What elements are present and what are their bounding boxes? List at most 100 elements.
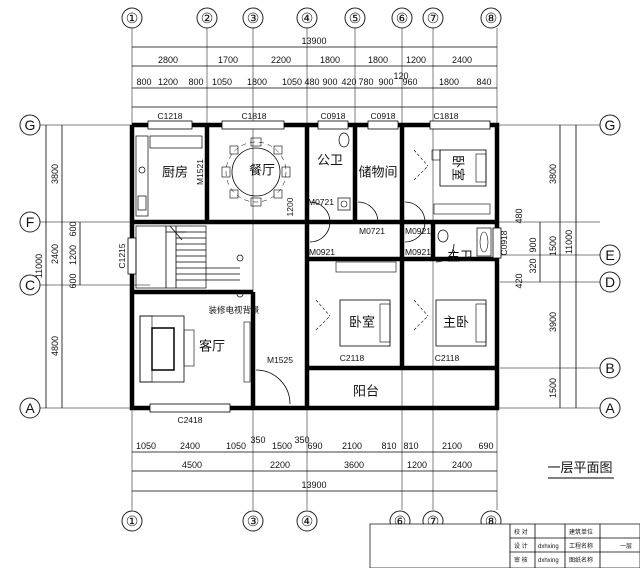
dim-bottom-r1: 810	[403, 441, 418, 451]
dim-top-r2: 1200	[158, 77, 178, 87]
dim-right-sub: 480	[514, 208, 524, 223]
dim-left-sub: 600	[68, 273, 78, 288]
wc-public-fixtures	[337, 132, 351, 211]
dim-left-main: 4800	[50, 336, 60, 356]
tag-c2418: C2418	[177, 415, 202, 425]
tag-c0918: C0918	[320, 111, 345, 121]
axis-bubble-top-3: ③	[242, 7, 264, 29]
tb-row2-value: dxhxing	[538, 544, 559, 550]
svg-text:B: B	[605, 360, 614, 376]
dim-top-120: 120	[393, 71, 408, 81]
tv-wall-label: 装修电视背景	[208, 305, 259, 315]
staircase	[135, 225, 244, 298]
tb-row3-label: 审 核	[514, 556, 528, 564]
axis-bubble-top-7: ⑦	[422, 7, 444, 29]
opening-tags: C1218 C1818 C0918 C0918 C1818 M1521 M072…	[117, 111, 509, 425]
dim-bottom-r1: 690	[307, 441, 322, 451]
tag-m0921: M0921	[405, 226, 431, 236]
svg-text:①: ①	[126, 513, 139, 529]
dim-top-r2: 840	[476, 77, 491, 87]
tag-c1215: C1215	[117, 243, 127, 268]
dim-top-r1: 2400	[452, 55, 472, 65]
svg-text:⑤: ⑤	[349, 10, 362, 26]
dim-top-r2: 900	[378, 77, 393, 87]
tag-height-1200: 1200	[285, 197, 295, 216]
windows	[127, 120, 502, 413]
axis-bubble-bottom-3: ③	[242, 510, 264, 532]
room-kitchen: 厨房	[162, 165, 188, 180]
tag-m0921: M0921	[309, 247, 335, 257]
axis-bubble-top-4: ④	[296, 7, 318, 29]
dimensions-right: 3800 3900 1500 480 900 320 1500 420 1100…	[514, 125, 577, 408]
dim-bottom-r1: 810	[381, 441, 396, 451]
dim-right-total: 11000	[564, 230, 574, 254]
dim-top-total: 13900	[301, 36, 326, 46]
tb-row1-label: 校 对	[514, 528, 528, 536]
tag-c2118: C2118	[435, 353, 460, 363]
dim-top-r2: 420	[341, 77, 356, 87]
dim-top-r2: 900	[322, 77, 337, 87]
svg-text:⑧: ⑧	[485, 10, 498, 26]
room-bedroom-master: 主卧	[443, 315, 469, 330]
axis-bubbles-right: G E D B A	[599, 114, 621, 419]
dim-top-r1: 1200	[406, 55, 426, 65]
svg-text:E: E	[605, 247, 614, 263]
living-sofa-set	[139, 315, 251, 383]
tag-m0921: M0921	[405, 247, 431, 257]
axis-bubble-bottom-4: ④	[296, 510, 318, 532]
tag-c2118: C2118	[340, 353, 365, 363]
tb-row2-label: 设 计	[514, 542, 528, 550]
wardrobes	[335, 203, 491, 273]
title-block-table: 校 对 设 计 dxhxing 审 核 dxhxing 建筑单位 工程名称 图纸…	[369, 523, 640, 568]
kitchen-fixtures	[135, 135, 203, 217]
dim-top-r2: 1800	[439, 77, 459, 87]
tb-row3-value: dxhxing	[538, 558, 559, 564]
tag-c0918-vertical: C0918	[499, 230, 509, 255]
dim-left-sub: 600	[68, 221, 78, 236]
dim-bottom-r2: 4500	[182, 460, 202, 470]
dimensions-top: 13900 2800 1700 2200 1800 1800 1200 2400…	[132, 36, 497, 108]
dim-right-sub: 320	[528, 258, 538, 273]
svg-text:G: G	[605, 117, 616, 133]
dim-bottom-total: 13900	[301, 480, 326, 490]
drawing-title-block: 一层平面图	[547, 460, 614, 479]
axis-bubble-right-d: D	[599, 271, 621, 293]
room-bedroom-northeast: 卧室	[451, 155, 466, 181]
axis-bubble-left-a: A	[19, 397, 41, 419]
tb-col-label: 工程名称	[569, 542, 593, 550]
wc-master-fixtures	[437, 227, 492, 257]
tag-c1818: C1818	[433, 111, 458, 121]
axis-bubble-top-6: ⑥	[391, 7, 413, 29]
svg-text:D: D	[605, 274, 615, 290]
dim-top-r2: 1800	[247, 77, 267, 87]
tag-c0918: C0918	[370, 111, 395, 121]
dim-top-r1: 2800	[158, 55, 178, 65]
dim-bottom-r1: 690	[478, 441, 493, 451]
dim-top-r1: 1800	[368, 55, 388, 65]
bed-middle	[339, 299, 391, 347]
dim-right-sub: 1500	[548, 236, 558, 256]
dim-bottom-r2: 3600	[344, 460, 364, 470]
dim-right-sub: 900	[528, 237, 538, 252]
tb-col-label: 图纸名称	[569, 556, 593, 564]
dim-right-sub: 420	[514, 273, 524, 288]
dim-top-r2: 780	[358, 77, 373, 87]
dim-bottom-r1: 2400	[180, 441, 200, 451]
axis-bubble-left-f: F	[19, 211, 41, 233]
dim-right-main: 3900	[548, 312, 558, 332]
svg-text:④: ④	[301, 10, 314, 26]
tag-m1525: M1525	[267, 355, 293, 365]
room-dining: 餐厅	[249, 163, 275, 178]
svg-text:A: A	[605, 400, 615, 416]
dim-top-r1: 1700	[218, 55, 238, 65]
bed-master	[435, 299, 487, 347]
dim-top-r2: 480	[304, 77, 319, 87]
axis-bubbles-left: G F C A	[19, 114, 41, 419]
dim-right-main: 3800	[548, 164, 558, 184]
dim-bottom-350: 350	[294, 435, 309, 445]
tb-col-value: 一层	[620, 543, 632, 550]
dim-top-r2: 960	[402, 77, 417, 87]
room-balcony: 阳台	[353, 384, 379, 399]
tag-m0721: M0721	[308, 197, 334, 207]
